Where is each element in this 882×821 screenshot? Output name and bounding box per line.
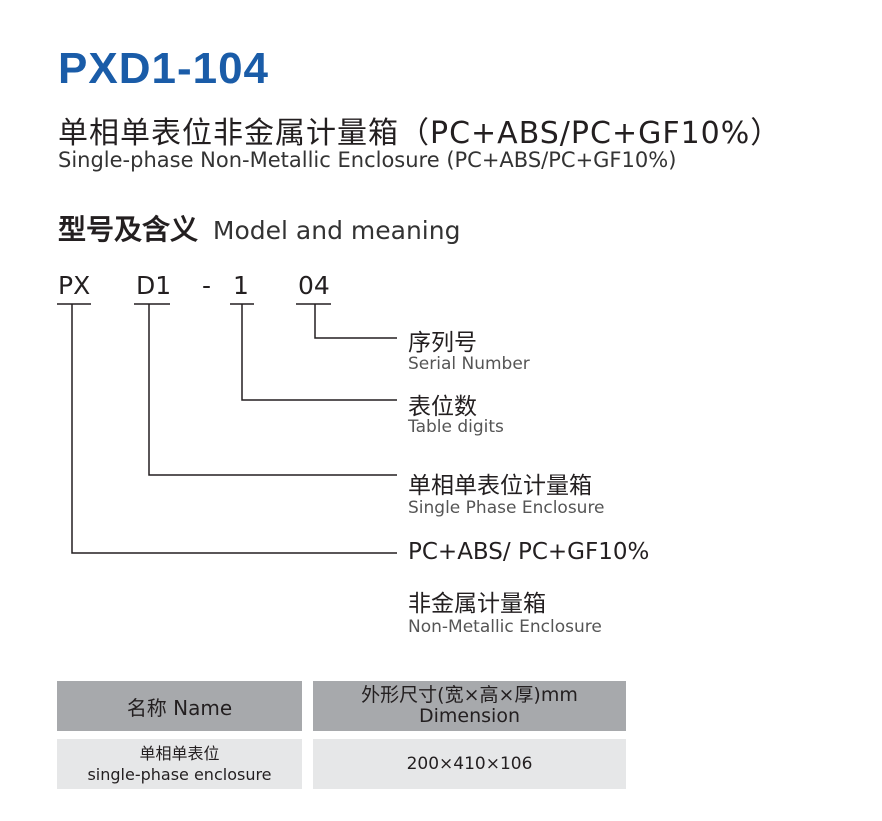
meaning-material: PC+ABS/ PC+GF10% [408,539,650,565]
leader-serial-number [314,304,397,339]
code-segment-px: PX [58,271,91,300]
section-title-en: Model and meaning [212,216,461,245]
code-segment-04: 04 [298,271,330,300]
table-cell-dimension: 200×410×106 [313,739,626,789]
meaning-non-metallic-en: Non-Metallic Enclosure [408,617,602,637]
product-title-en: Single-phase Non-Metallic Enclosure (PC+… [58,148,677,172]
product-title-cn: 单相单表位非金属计量箱（PC+ABS/PC+GF10%） [58,116,782,151]
meaning-digits-en: Table digits [408,417,504,437]
table-cell-name-cn: 单相单表位 [139,744,220,763]
table-header-name: 名称 Name [57,681,302,731]
meaning-non-metallic-cn: 非金属计量箱 [408,591,546,617]
code-segment-1: 1 [233,271,249,300]
table-header-name-label: 名称 Name [126,695,233,720]
leader-table-digits [241,304,397,401]
meaning-serial-en: Serial Number [408,354,530,374]
model-title: PXD1-104 [58,44,270,93]
leader-single-phase [148,304,397,476]
meaning-single-phase-en: Single Phase Enclosure [408,498,605,518]
meaning-serial-cn: 序列号 [408,330,477,356]
table-cell-name-en: single-phase enclosure [87,765,272,784]
code-segment-dash: - [202,271,212,300]
section-heading: 型号及含义 Model and meaning [58,208,460,248]
table-cell-name: 单相单表位 single-phase enclosure [57,739,302,789]
table-header-dimension-cn: 外形尺寸(宽×高×厚)mm [361,684,578,706]
meaning-single-phase-cn: 单相单表位计量箱 [408,473,592,499]
table-header-dimension-en: Dimension [419,705,520,727]
section-title-cn: 型号及含义 [58,213,199,246]
table-cell-dimension-value: 200×410×106 [406,754,533,774]
leader-material [71,304,397,554]
table-header-dimension: 外形尺寸(宽×高×厚)mm Dimension [313,681,626,731]
code-segment-d1: D1 [136,271,172,300]
meaning-digits-cn: 表位数 [408,394,477,420]
